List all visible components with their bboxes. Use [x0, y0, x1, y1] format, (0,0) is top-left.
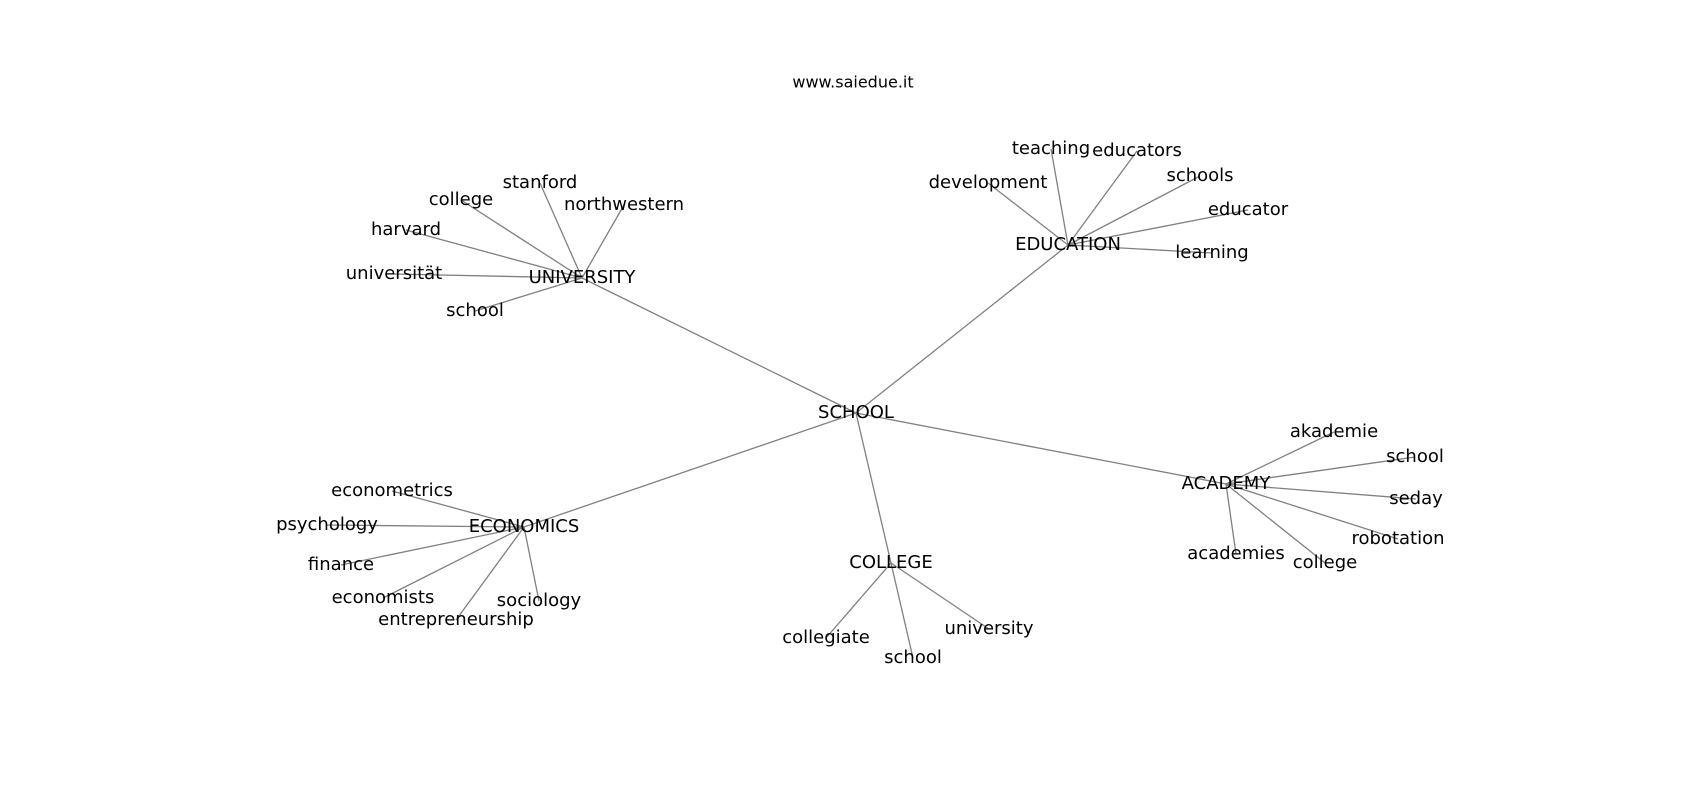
node-label-u_northwestern: northwestern — [564, 194, 684, 215]
edge-education-e_development — [987, 182, 1069, 246]
graph-nodes: SCHOOL UNIVERSITY EDUCATION ECONOMICS COLLEG… — [276, 138, 1444, 668]
node-label-e_educators: educators — [1092, 140, 1182, 161]
node-label-education: EDUCATION — [1015, 234, 1121, 255]
node-label-e_schools: schools — [1166, 165, 1233, 186]
edge-economics-ec_entrepreneurship — [455, 526, 525, 621]
node-label-a_school: school — [1386, 446, 1444, 467]
edge-education-e_learning — [1067, 244, 1213, 254]
node-label-ec_finance: finance — [308, 554, 374, 575]
edge-college_hub-c_school — [890, 562, 914, 659]
site-title: www.saiedue.it — [792, 73, 913, 92]
edge-academy-a_robotation — [1225, 483, 1399, 540]
node-label-ec_economists: economists — [332, 587, 435, 608]
edge-academy-a_academies — [1225, 483, 1237, 555]
edge-economics-ec_psychology — [326, 524, 525, 528]
node-label-c_collegiate: collegiate — [782, 627, 870, 648]
node-label-ec_sociology: sociology — [497, 590, 582, 611]
edge-university-u_universitat — [393, 273, 583, 279]
edge-academy-a_akademie — [1225, 431, 1335, 485]
node-label-ec_econometrics: econometrics — [331, 480, 453, 501]
node-label-a_seday: seday — [1389, 488, 1443, 509]
node-label-e_learning: learning — [1175, 242, 1248, 263]
edge-education-e_educator — [1067, 209, 1249, 246]
node-label-c_university: university — [944, 618, 1033, 639]
node-label-college_hub: COLLEGE — [849, 552, 933, 573]
edge-university-u_harvard — [405, 229, 583, 279]
node-label-u_universitat: universität — [346, 263, 442, 284]
edge-university-u_school — [474, 277, 583, 312]
node-label-e_teaching: teaching — [1012, 138, 1090, 159]
graph-edges — [326, 148, 1417, 659]
edge-college_hub-c_collegiate — [825, 562, 892, 639]
node-label-u_harvard: harvard — [371, 219, 441, 240]
node-label-ec_psychology: psychology — [276, 514, 378, 535]
node-label-academy: ACADEMY — [1182, 473, 1272, 494]
edge-school_root-university — [581, 277, 857, 414]
edge-school_root-college_hub — [855, 412, 892, 564]
edge-economics-ec_finance — [340, 526, 525, 566]
edge-school_root-academy — [855, 412, 1227, 485]
edge-economics-ec_sociology — [523, 526, 540, 602]
edge-academy-a_seday — [1225, 483, 1417, 500]
node-label-c_school: school — [884, 647, 942, 668]
edge-school_root-economics — [523, 412, 857, 528]
node-label-u_college: college — [429, 189, 494, 210]
edge-education-e_teaching — [1050, 148, 1069, 246]
edge-economics-ec_econometrics — [391, 490, 525, 528]
node-label-school_root: SCHOOL — [818, 402, 894, 423]
edge-college_hub-c_university — [890, 562, 990, 630]
edge-university-u_stanford — [539, 182, 583, 279]
edge-university-u_northwestern — [581, 204, 625, 279]
edge-university-u_college — [460, 199, 583, 279]
node-label-u_school: school — [446, 300, 504, 321]
edge-education-e_schools — [1067, 175, 1201, 246]
node-label-u_stanford: stanford — [503, 172, 578, 193]
node-label-e_development: development — [929, 172, 1048, 193]
node-label-economics: ECONOMICS — [469, 516, 580, 537]
node-label-a_college: college — [1293, 552, 1358, 573]
node-label-university: UNIVERSITY — [529, 267, 637, 288]
node-label-ec_entrepreneurship: entrepreneurship — [378, 609, 534, 630]
node-label-a_academies: academies — [1187, 543, 1284, 564]
edge-economics-ec_economists — [382, 526, 525, 599]
edge-school_root-education — [855, 244, 1069, 414]
edge-education-e_educators — [1067, 150, 1138, 246]
edge-academy-a_school — [1225, 456, 1416, 485]
node-label-e_educator: educator — [1208, 199, 1289, 220]
node-label-a_robotation: robotation — [1351, 528, 1444, 549]
edge-academy-a_college — [1225, 483, 1326, 564]
node-label-a_akademie: akademie — [1290, 421, 1378, 442]
